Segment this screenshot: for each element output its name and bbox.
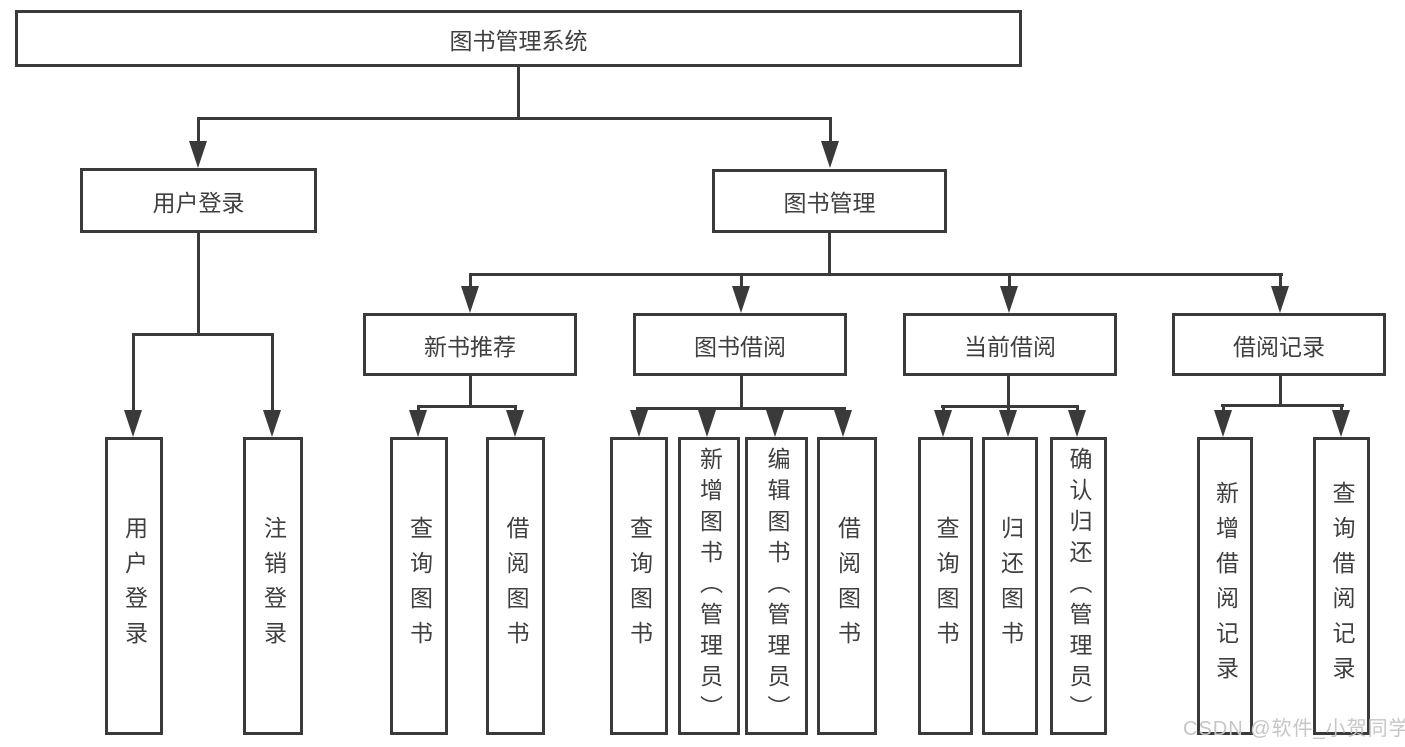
connector-line xyxy=(132,333,274,336)
connector-line xyxy=(132,333,135,411)
connector-line xyxy=(828,233,831,275)
leaf-label: 借阅图书 xyxy=(503,516,529,656)
leaf-label: 编辑图书（管理员） xyxy=(764,446,790,726)
node-label: 新书推荐 xyxy=(424,333,516,360)
leaf-add-borrow-record: 新增借阅记录 xyxy=(1197,437,1253,735)
leaf-label: 查询借阅记录 xyxy=(1329,481,1355,691)
connector-line xyxy=(469,376,472,407)
connector-line xyxy=(1008,273,1011,289)
node-label: 图书管理系统 xyxy=(449,27,588,54)
arrow-down-icon xyxy=(461,286,479,313)
leaf-confirm-return-admin: 确认归还（管理员） xyxy=(1050,437,1107,735)
connector-line xyxy=(197,117,200,145)
leaf-borrow-borrow-books: 借阅图书 xyxy=(817,437,877,735)
leaf-label: 新增借阅记录 xyxy=(1212,481,1239,691)
node-current-borrow: 当前借阅 xyxy=(903,313,1117,376)
arrow-down-icon xyxy=(1214,410,1232,437)
leaf-label: 借阅图书 xyxy=(834,516,861,656)
leaf-query-borrow-record: 查询借阅记录 xyxy=(1313,437,1370,735)
connector-line xyxy=(1007,405,1010,413)
leaf-recommend-query-books: 查询图书 xyxy=(390,437,448,735)
arrow-down-icon xyxy=(630,410,648,437)
leaf-add-book-admin: 新增图书（管理员） xyxy=(678,437,740,735)
arrow-down-icon xyxy=(834,410,852,437)
arrow-down-icon xyxy=(1068,410,1086,437)
connector-line xyxy=(1340,404,1343,413)
node-label: 用户登录 xyxy=(152,189,245,216)
node-label: 借阅记录 xyxy=(1233,333,1325,360)
leaf-label: 新增图书（管理员） xyxy=(696,446,723,726)
leaf-return-books: 归还图书 xyxy=(982,437,1038,735)
leaf-user-login: 用户登录 xyxy=(105,437,163,735)
connector-line xyxy=(829,117,832,145)
leaf-borrow-query-books: 查询图书 xyxy=(610,437,668,735)
arrow-down-icon xyxy=(698,410,716,437)
connector-line xyxy=(942,405,945,413)
leaf-logout: 注销登录 xyxy=(243,437,303,735)
leaf-label: 查询图书 xyxy=(406,516,433,656)
arrow-down-icon xyxy=(999,410,1017,437)
arrow-down-icon xyxy=(263,410,281,437)
arrow-down-icon xyxy=(766,410,784,437)
arrow-down-icon xyxy=(189,141,207,168)
arrow-down-icon xyxy=(934,410,952,437)
leaf-label: 归还图书 xyxy=(997,516,1024,656)
leaf-label: 用户登录 xyxy=(121,516,148,656)
connector-line xyxy=(417,405,517,408)
arrow-down-icon xyxy=(506,410,524,437)
arrow-down-icon xyxy=(1332,410,1350,437)
node-label: 当前借阅 xyxy=(964,333,1056,360)
connector-line xyxy=(197,233,200,335)
connector-line xyxy=(197,117,831,120)
connector-line xyxy=(417,405,420,413)
connector-line xyxy=(1007,376,1010,407)
csdn-watermark: CSDN @软件_小贺同学 xyxy=(1183,718,1405,740)
connector-line xyxy=(517,66,520,118)
arrow-down-icon xyxy=(821,141,839,168)
node-book-management: 图书管理 xyxy=(712,169,947,233)
connector-line xyxy=(1221,404,1344,407)
arrow-down-icon xyxy=(1000,286,1018,313)
node-label: 图书管理 xyxy=(783,190,876,216)
arrow-down-icon xyxy=(1271,286,1289,313)
leaf-current-query-books: 查询图书 xyxy=(918,437,973,735)
leaf-label: 注销登录 xyxy=(260,516,287,656)
arrow-down-icon xyxy=(409,410,427,437)
connector-line xyxy=(469,273,1283,276)
leaf-edit-book-admin: 编辑图书（管理员） xyxy=(745,437,808,735)
connector-line xyxy=(740,376,743,409)
leaf-label: 查询图书 xyxy=(933,516,959,656)
node-borrow-records: 借阅记录 xyxy=(1172,313,1386,376)
node-book-borrow: 图书借阅 xyxy=(633,313,847,376)
connector-line xyxy=(514,405,517,413)
leaf-label: 确认归还（管理员） xyxy=(1066,446,1092,726)
node-library-management-system: 图书管理系统 xyxy=(15,10,1022,67)
arrow-down-icon xyxy=(732,286,750,313)
arrow-down-icon xyxy=(124,410,142,437)
connector-line xyxy=(271,333,274,411)
connector-line xyxy=(636,407,846,410)
connector-line xyxy=(1279,273,1282,289)
leaf-recommend-borrow-books: 借阅图书 xyxy=(486,437,545,735)
connector-line xyxy=(941,405,1079,408)
leaf-label: 查询图书 xyxy=(626,516,653,656)
connector-line xyxy=(1279,376,1282,406)
node-new-book-recommend: 新书推荐 xyxy=(363,313,577,376)
connector-line xyxy=(469,273,472,289)
node-label: 图书借阅 xyxy=(694,333,786,360)
connector-line xyxy=(740,273,743,289)
node-user-login: 用户登录 xyxy=(80,168,317,233)
connector-line xyxy=(1076,405,1079,413)
connector-line xyxy=(1222,404,1225,413)
